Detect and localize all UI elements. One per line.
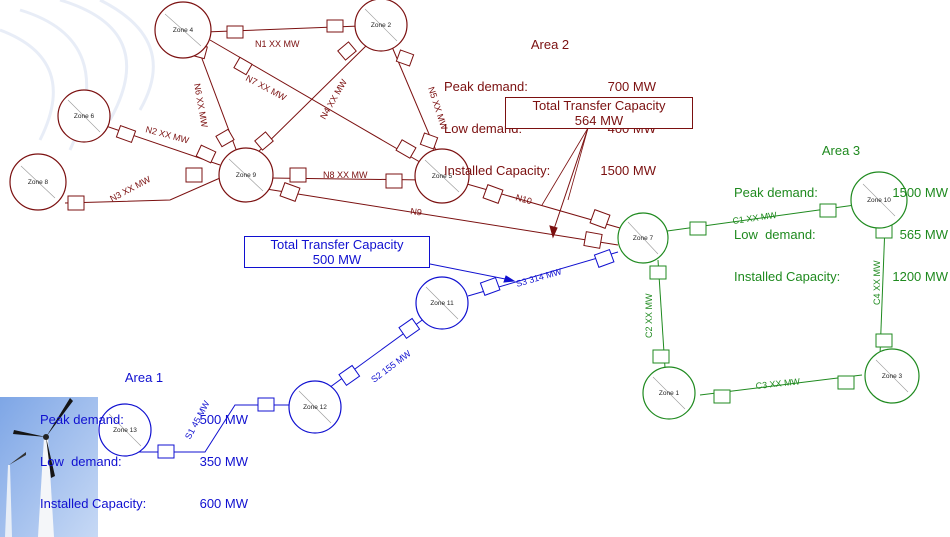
area3-cap: 1200 MW <box>892 269 948 284</box>
area1-title: Area 1 <box>124 370 164 385</box>
ttc-north-line2: 564 MW <box>574 113 624 128</box>
zone-5-label: Zone 5 <box>432 173 453 180</box>
area1-low: 350 MW <box>199 454 248 469</box>
zone-1-label: Zone 1 <box>659 390 680 397</box>
ttc-south-arrow <box>419 261 516 283</box>
zone-pattern-lines <box>20 8 460 199</box>
n9-label: N9 <box>410 206 423 218</box>
n8-label: N8 XX MW <box>323 170 368 180</box>
area1-peak: 500 MW <box>199 412 248 427</box>
zone-7-label: Zone 7 <box>633 235 654 242</box>
area2-cap-label: Installed Capacity: <box>444 163 551 178</box>
n4-label: N4 XX MW <box>318 77 349 121</box>
area3-peak-label: Peak demand: <box>734 185 818 200</box>
ttc-south-line1: Total Transfer Capacity <box>270 237 404 252</box>
n10-label: N10 <box>514 192 533 206</box>
c2-label: C2 XX MW <box>644 293 654 338</box>
area3-title: Area 3 <box>821 143 861 158</box>
zone-10-label: Zone 10 <box>867 197 891 204</box>
n7-label: N7 XX MW <box>244 73 288 103</box>
n1-label: N1 XX MW <box>255 39 300 49</box>
c4-label: C4 XX MW <box>872 260 882 305</box>
zone-4-label: Zone 4 <box>173 27 194 34</box>
line-n9 <box>259 187 619 246</box>
ttc-south-callout: Total Transfer Capacity 500 MW <box>244 236 430 268</box>
area1-cap: 600 MW <box>199 496 248 511</box>
ttc-north-line1: Total Transfer Capacity <box>532 98 666 113</box>
n3-label: N3 XX MW <box>108 174 152 204</box>
area2-info: Area 2 Peak demand:700 MW Low demand:400… <box>444 10 656 192</box>
ttc-north-arrows <box>541 127 589 239</box>
area1-info: Area 1 Peak demand: 500 MW Low demand: 350… <box>40 343 248 525</box>
s3-label: S3 314 MW <box>515 266 563 289</box>
zone-9-label: Zone 9 <box>236 172 257 179</box>
area1-cap-label: Installed Capacity: <box>40 496 147 511</box>
zone-12-label: Zone 12 <box>303 404 327 411</box>
ttc-north-callout: Total Transfer Capacity 564 MW <box>505 97 693 129</box>
area3-cap-label: Installed Capacity: <box>734 269 841 284</box>
area2-cap: 1500 MW <box>600 163 656 178</box>
n2-label: N2 XX MW <box>144 124 190 145</box>
area2-title: Area 2 <box>530 37 570 52</box>
zone-3-label: Zone 3 <box>882 373 903 380</box>
area3-info: Area 3 Peak demand: 1500 MW Low demand: 56… <box>734 116 948 298</box>
c3-label: C3 XX MW <box>755 376 801 391</box>
wind-turbine-logo <box>0 397 98 537</box>
area1-breakers[interactable] <box>157 248 615 459</box>
line-n3 <box>64 177 221 204</box>
zone-2-label: Zone 2 <box>371 22 392 29</box>
area3-low-label: Low demand: <box>734 227 816 242</box>
area3-peak: 1500 MW <box>892 185 948 200</box>
area2-peak: 700 MW <box>607 79 656 94</box>
zone-6-label: Zone 6 <box>74 113 95 120</box>
zone-11-label: Zone 11 <box>430 300 454 307</box>
area1-low-label: Low demand: <box>40 454 122 469</box>
area1-peak-label: Peak demand: <box>40 412 124 427</box>
area2-peak-label: Peak demand: <box>444 79 528 94</box>
zone-8-label: Zone 8 <box>28 179 49 186</box>
ttc-south-line2: 500 MW <box>312 252 362 267</box>
area3-low: 565 MW <box>899 227 948 242</box>
n6-label: N6 XX MW <box>192 83 210 129</box>
area2-breakers[interactable] <box>67 19 611 249</box>
zone-13-label: Zone 13 <box>113 427 137 434</box>
